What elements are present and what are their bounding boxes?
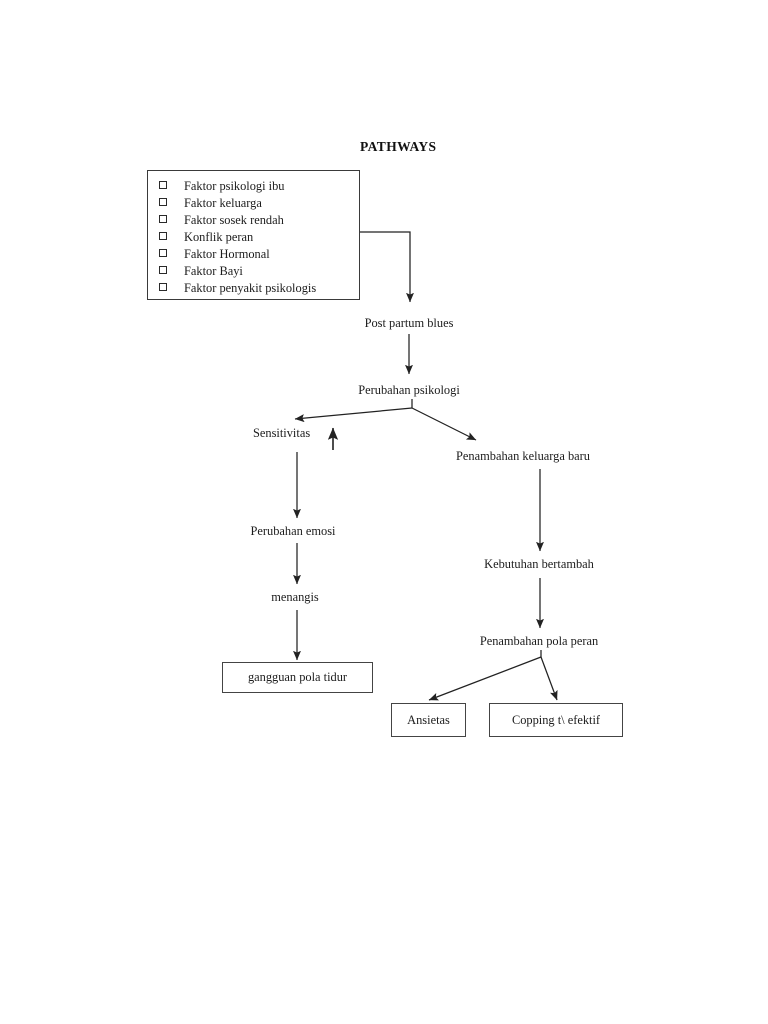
- node-penambahan-keluarga-baru: Penambahan keluarga baru: [456, 449, 590, 463]
- node-perubahan-psikologi: Perubahan psikologi: [358, 383, 460, 397]
- list-item-label: Faktor sosek rendah: [184, 213, 284, 227]
- square-bullet-icon: [159, 198, 167, 206]
- node-penambahan-pola-peran: Penambahan pola peran: [479, 634, 599, 648]
- list-item: Faktor sosek rendah: [148, 212, 359, 229]
- square-bullet-icon: [159, 232, 167, 240]
- list-item: Faktor Hormonal: [148, 246, 359, 263]
- list-item: Konflik peran: [148, 229, 359, 246]
- edge-faktor-to-postpartum: [360, 231, 415, 303]
- node-post-partum-blues: Post partum blues: [364, 316, 454, 330]
- faktor-penyebab-box: Faktor psikologi ibu Faktor keluarga Fak…: [147, 170, 360, 300]
- square-bullet-icon: [159, 249, 167, 257]
- edge-branch-to-penambahan-keluarga: [411, 407, 477, 441]
- node-ansietas: Ansietas: [391, 703, 466, 737]
- list-item-label: Faktor Bayi: [184, 264, 243, 278]
- list-item-label: Faktor psikologi ibu: [184, 179, 285, 193]
- list-item-label: Konflik peran: [184, 230, 254, 244]
- list-item: Faktor penyakit psikologis: [148, 280, 359, 297]
- edge-branch-to-sensitivitas: [294, 407, 413, 423]
- faktor-list: Faktor psikologi ibu Faktor keluarga Fak…: [148, 178, 359, 297]
- square-bullet-icon: [159, 283, 167, 291]
- edge-branch-to-ansietas: [428, 656, 542, 701]
- list-item: Faktor keluarga: [148, 195, 359, 212]
- list-item-label: Faktor penyakit psikologis: [184, 281, 317, 295]
- square-bullet-icon: [159, 181, 167, 189]
- node-perubahan-emosi: Perubahan emosi: [250, 524, 336, 538]
- node-copping-tidak-efektif: Copping t\ efektif: [489, 703, 623, 737]
- list-item: Faktor Bayi: [148, 263, 359, 280]
- list-item: Faktor psikologi ibu: [148, 178, 359, 195]
- list-item-label: Faktor keluarga: [184, 196, 262, 210]
- node-kebutuhan-bertambah: Kebutuhan bertambah: [484, 557, 594, 571]
- node-sensitivitas-label: Sensitivitas: [253, 426, 311, 440]
- node-gangguan-pola-tidur: gangguan pola tidur: [222, 662, 373, 693]
- node-sensitivitas: Sensitivitas: [253, 426, 310, 441]
- node-menangis: menangis: [271, 590, 319, 604]
- list-item-label: Faktor Hormonal: [184, 247, 270, 261]
- page-title: PATHWAYS: [360, 139, 437, 154]
- edge-branch-to-copping: [540, 656, 558, 701]
- square-bullet-icon: [159, 215, 167, 223]
- square-bullet-icon: [159, 266, 167, 274]
